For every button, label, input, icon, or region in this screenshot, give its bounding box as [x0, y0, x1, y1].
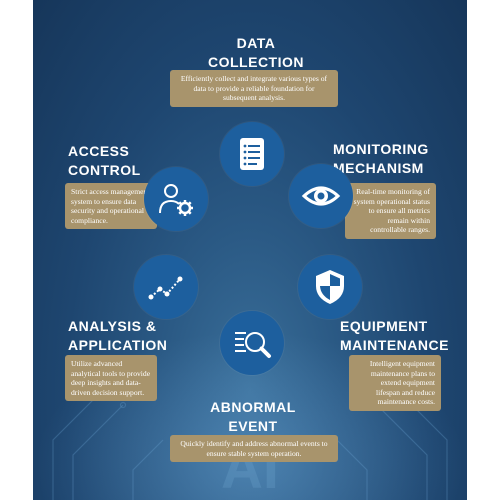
abnormal-event-node: [220, 311, 284, 375]
data-collection-title: DATA COLLECTION: [208, 35, 304, 70]
access-control-node: [144, 167, 208, 231]
infographic-poster: AI DATA COLLECTION Efficiently collect a…: [33, 0, 467, 500]
analysis-application-node: [134, 255, 198, 319]
document-list-icon: [240, 138, 264, 170]
shield-icon: [316, 270, 344, 304]
equipment-maintenance-description: Intelligent equipment maintenance plans …: [349, 355, 441, 411]
abnormal-event-title: ABNORMAL EVENT: [210, 399, 296, 434]
analysis-application-title: ANALYSIS & APPLICATION: [68, 318, 168, 353]
user-gear-icon: [159, 184, 193, 216]
analysis-application-description: Utilize advanced analytical tools to pro…: [65, 355, 157, 402]
data-collection-description: Efficiently collect and integrate variou…: [170, 70, 338, 107]
equipment-maintenance-node: [298, 255, 362, 319]
access-control-description: Strict access management system to ensur…: [65, 183, 157, 230]
line-chart-icon: [148, 276, 183, 300]
abnormal-event-description: Quickly identify and address abnormal ev…: [170, 435, 338, 463]
monitoring-mechanism-node: [289, 164, 353, 228]
search-document-icon: [235, 332, 271, 358]
access-control-title: ACCESS CONTROL: [68, 143, 141, 178]
monitoring-mechanism-title: MONITORING MECHANISM: [333, 141, 429, 176]
eye-icon: [301, 186, 341, 206]
equipment-maintenance-title: EQUIPMENT MAINTENANCE: [340, 318, 449, 353]
data-collection-node: [220, 122, 284, 186]
monitoring-mechanism-description: Real-time monitoring of system operation…: [345, 183, 436, 239]
